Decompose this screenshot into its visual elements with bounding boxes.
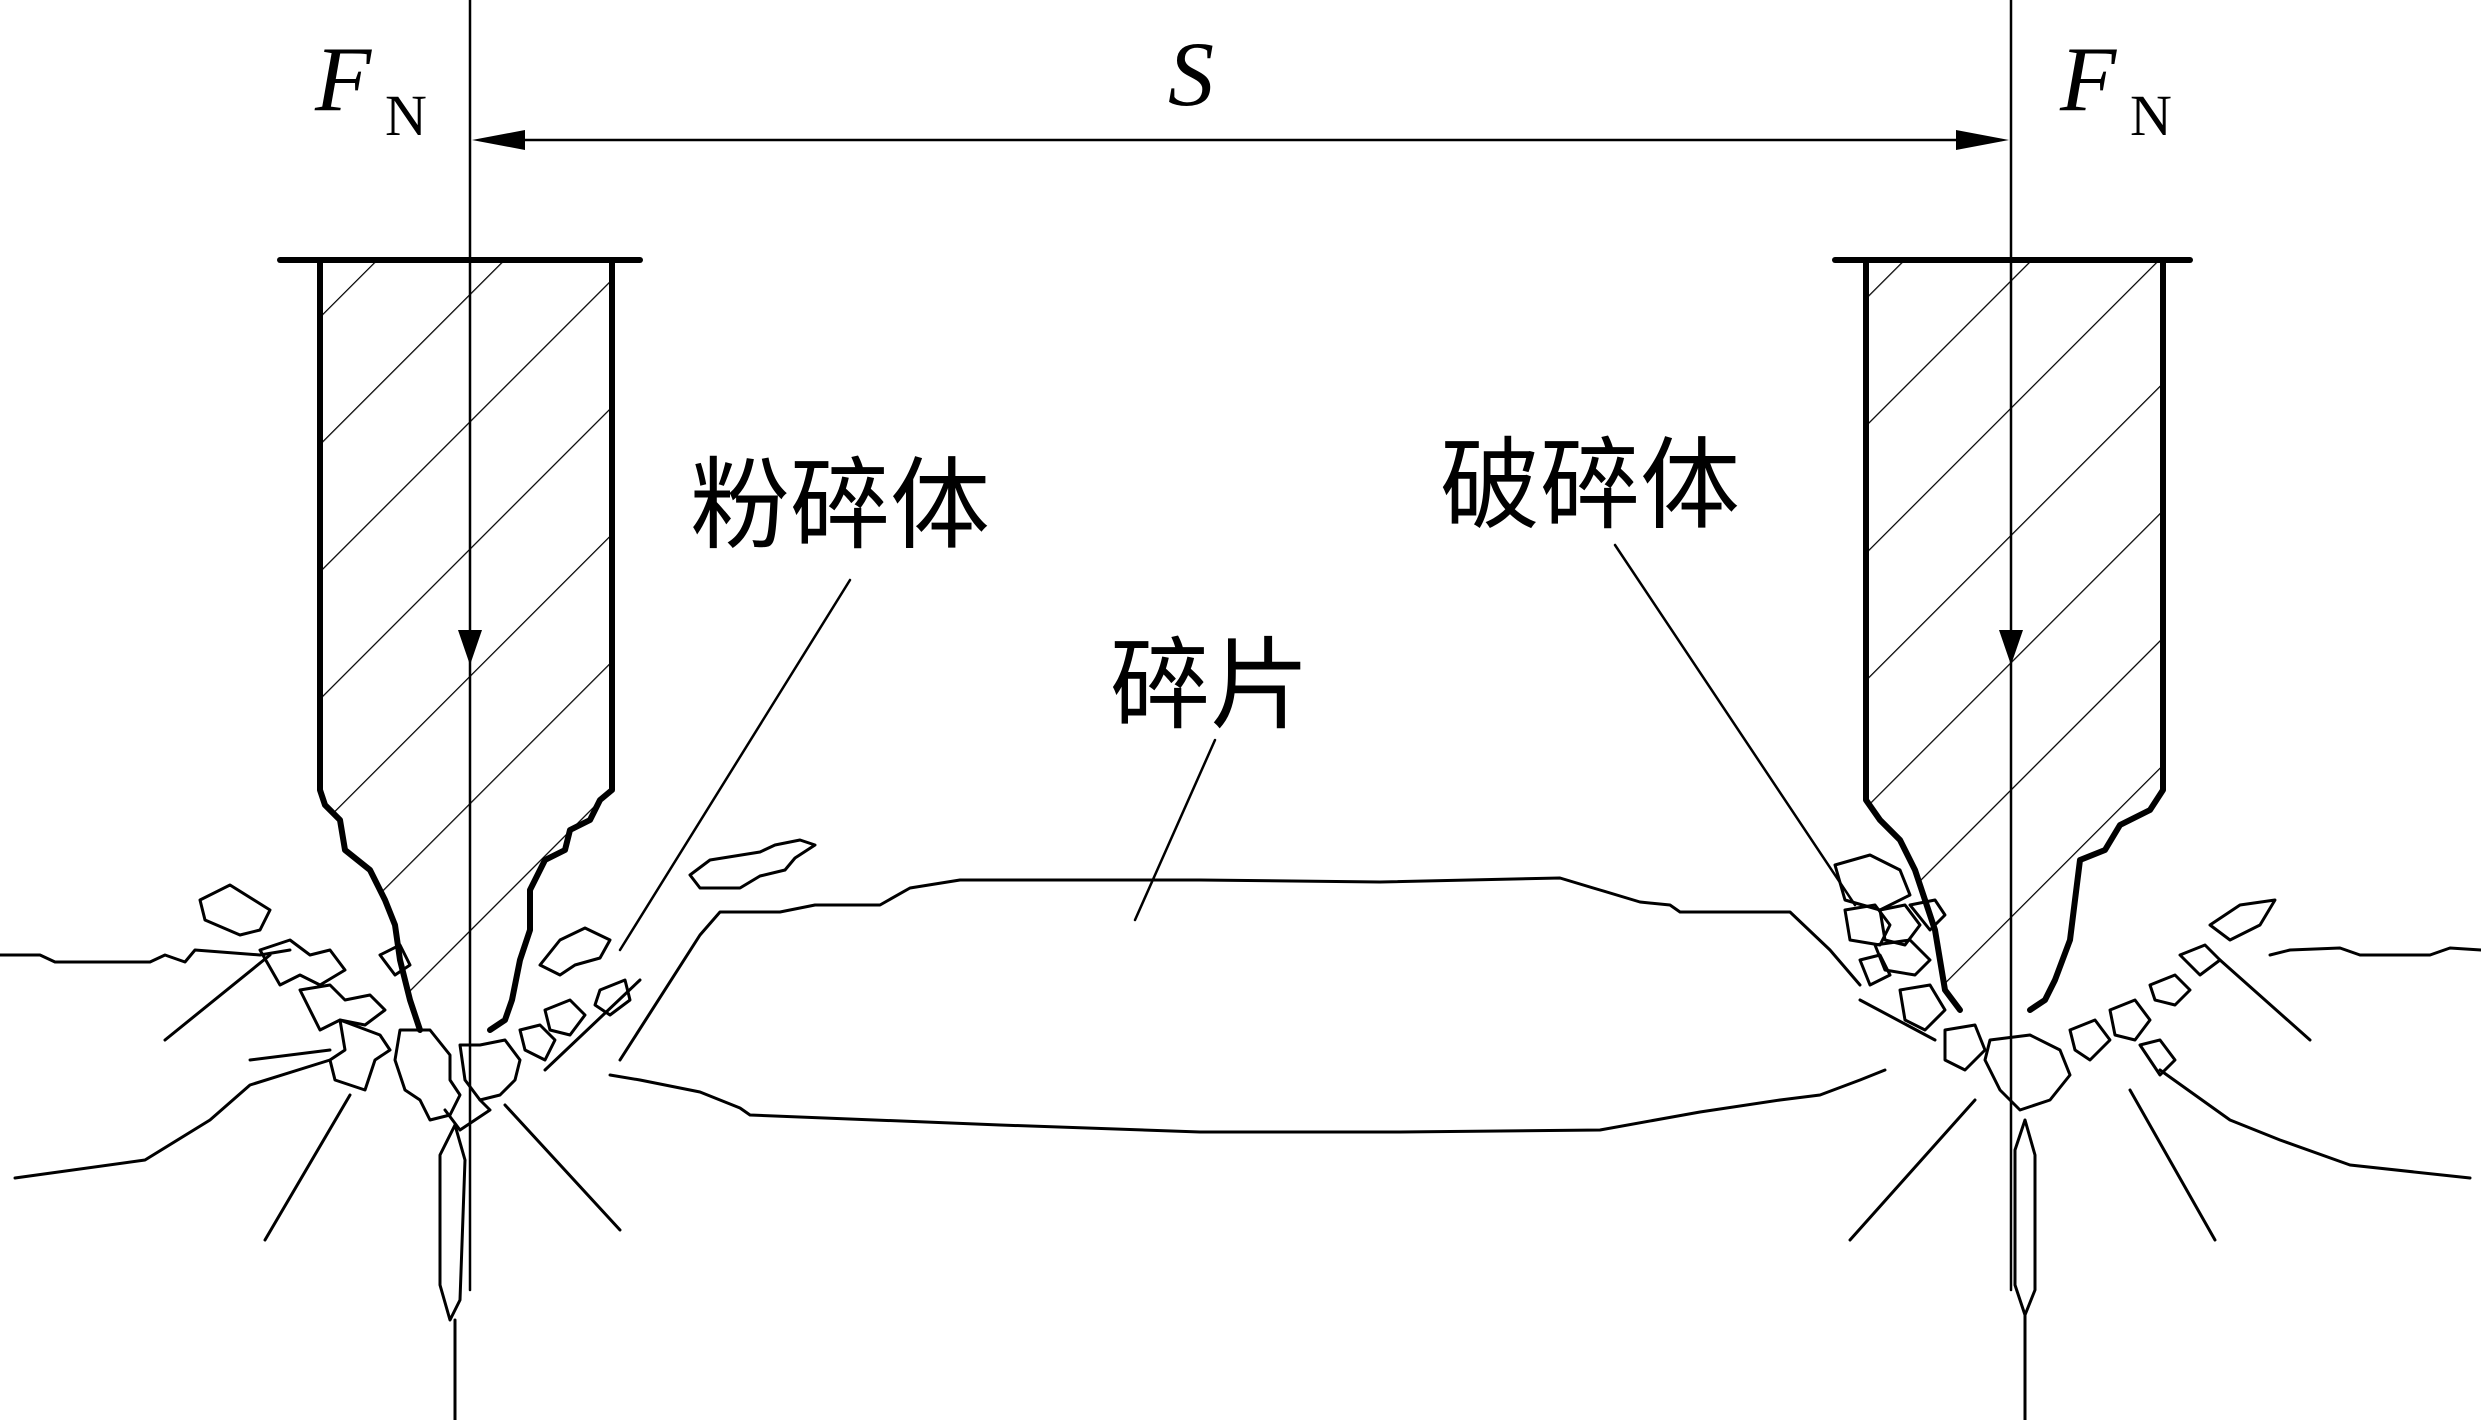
left-small-flake	[538, 926, 612, 977]
force-right-subscript: N	[2130, 83, 2172, 148]
force-left-symbol: F	[314, 28, 372, 130]
left-crush-zone	[13, 883, 642, 1420]
spacing-symbol: S	[1168, 23, 1214, 125]
broken-zone-label: 破碎体	[1440, 427, 1740, 544]
dimension-arrow-right	[1956, 130, 2009, 150]
right-force-arrow	[1999, 630, 2023, 665]
chip-fragment	[608, 876, 1887, 1134]
broken-zone-leader	[1613, 543, 1857, 907]
crushed-zone-label: 粉碎体	[690, 447, 990, 564]
rock-surface	[0, 946, 2481, 964]
chip-label: 碎片	[1110, 627, 1310, 744]
dimension-arrow-left	[472, 130, 525, 150]
crushed-zone-leader	[618, 578, 852, 952]
right-crush-zone	[1833, 853, 2472, 1420]
force-left-subscript: N	[385, 83, 427, 148]
right-cutter	[1832, 257, 2193, 1013]
chip-leader	[1133, 738, 1217, 922]
left-cutter	[277, 257, 643, 1033]
force-right-symbol: F	[2059, 28, 2117, 130]
left-flake	[688, 838, 817, 890]
left-force-arrow	[458, 630, 482, 665]
